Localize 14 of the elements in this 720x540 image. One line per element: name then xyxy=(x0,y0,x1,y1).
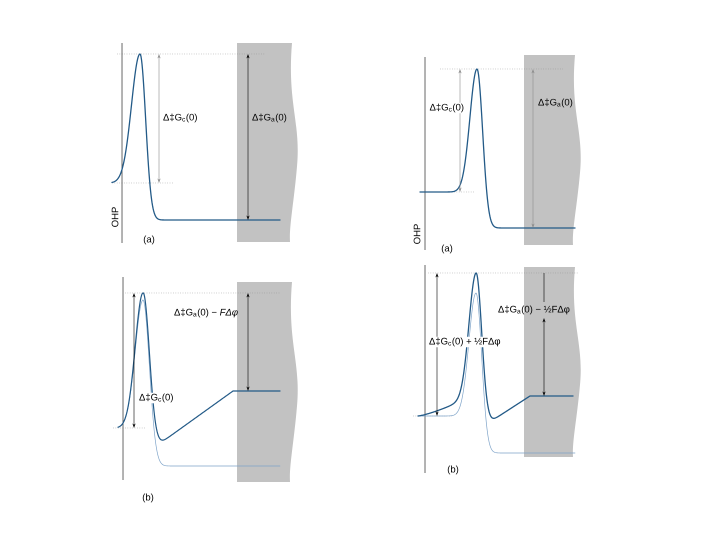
axis-label: OHP xyxy=(414,224,420,244)
panel-label: (b) xyxy=(448,466,458,474)
panel-label: (b) xyxy=(142,494,154,502)
energy-label: Δ‡G$_{c}$(0) xyxy=(163,114,197,122)
axis-label: OHP xyxy=(112,207,118,227)
energy-label: Δ‡G$_{a}$(0) xyxy=(252,114,286,122)
energy-label: Δ‡G$_{c}$(0) xyxy=(138,392,174,404)
energy-label: Δ‡G$_{a}$(0) − FΔφ xyxy=(174,308,238,318)
panel-label: (a) xyxy=(144,236,154,244)
energy-label: Δ‡G$_{c}$(0) + ½FΔφ xyxy=(428,336,502,348)
energy-label: Δ‡G$_{a}$(0) − ½FΔφ xyxy=(498,306,570,314)
energy-label: Δ‡G$_{a}$(0) xyxy=(538,98,572,108)
energy-label: Δ‡G$_{c}$(0) xyxy=(428,102,465,114)
panel-label: (a) xyxy=(442,244,452,254)
